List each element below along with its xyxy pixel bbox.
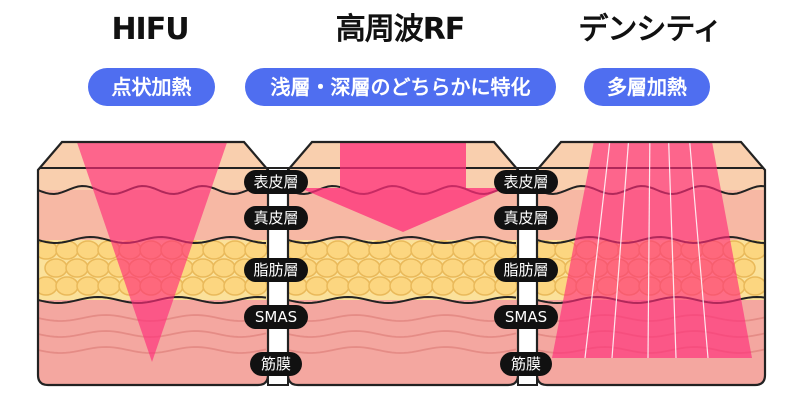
fat-cell [44,258,68,278]
layer-label-epidermis: 表皮層 [494,170,558,194]
muscle-layer [288,300,518,385]
fat-cell [65,258,89,278]
fat-cell [743,276,765,296]
fat-cell [441,258,465,278]
fat-cell [473,276,497,296]
fat-cell [389,276,413,296]
fat-cell [86,258,110,278]
layer-label-epidermis: 表皮層 [244,170,308,194]
layer-label-smas: SMAS [244,305,308,329]
layer-label-fat: 脂肪層 [494,258,558,282]
hifu-subtitle-pill: 点状加熱 [88,68,215,106]
layer-label-dermis: 真皮層 [494,206,558,230]
fat-cell [378,258,402,278]
fat-cell [305,276,329,296]
beam-line [611,142,631,359]
beam-line [647,142,651,359]
fat-cell [76,240,100,260]
fat-cell [399,258,423,278]
skin-block-hifu [38,142,268,385]
beam-line [667,142,677,359]
fat-cell [223,276,247,296]
density-subtitle-pill: 多層加熱 [584,68,710,106]
fat-cell [462,258,486,278]
fat-cell [357,258,381,278]
fat-cell [336,258,360,278]
layer-label-dermis: 真皮層 [244,206,308,230]
beam-line [584,142,613,359]
fat-cell [326,276,350,296]
fat-cell [420,258,444,278]
fat-cell [452,276,476,296]
layer-label-smas: SMAS [494,305,558,329]
hifu-title: HIFU [111,12,189,47]
density-multilayer-beam [552,142,752,358]
layer-label-fascia: 筋膜 [250,352,302,376]
fat-cell [473,240,497,260]
density-title: デンシティ [578,12,722,47]
layer-label-fat: 脂肪層 [244,258,308,282]
fat-cell [452,240,476,260]
fat-cell [368,276,392,296]
layer-boundary [288,235,517,245]
rf-arrow-beam [300,142,505,232]
fat-cell [181,276,205,296]
beam-line [687,142,709,359]
fat-cell [191,258,215,278]
layer-boundary [288,295,517,305]
rf-subtitle-pill: 浅層・深層のどちらかに特化 [245,68,556,106]
fat-cell [347,240,371,260]
fat-cell [315,258,339,278]
skin-block-rf [288,142,518,385]
skin-block-density [537,142,765,385]
layer-label-fascia: 筋膜 [500,352,552,376]
fat-cell [97,276,121,296]
fat-cell [326,240,350,260]
fat-cell [347,276,371,296]
fat-cell [223,240,247,260]
hifu-focused-beam [70,142,234,362]
fat-cell [202,240,226,260]
fat-cell [410,240,434,260]
fat-cell [431,276,455,296]
muscle-fiber [288,314,517,322]
fat-cell [389,240,413,260]
fat-cell [55,276,79,296]
skin-block-outline [535,140,767,387]
muscle-fiber [288,330,517,338]
fat-cell [212,258,236,278]
fat-cell [410,276,434,296]
rf-title: 高周波RF [335,12,466,47]
fat-cell [76,276,100,296]
fat-cell [202,276,226,296]
muscle-fiber [288,346,517,354]
